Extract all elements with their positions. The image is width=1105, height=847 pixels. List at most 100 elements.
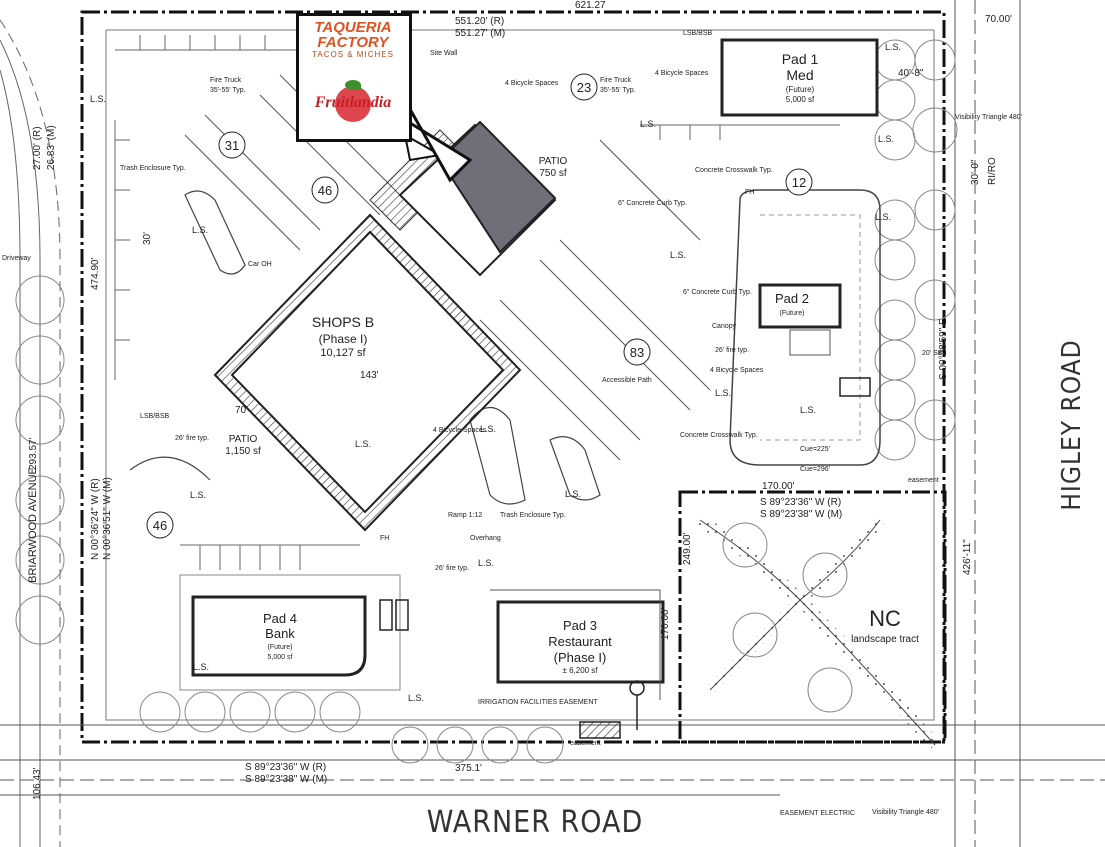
parking-count-46: 46 bbox=[318, 183, 332, 198]
landscape-trees bbox=[15, 39, 958, 764]
note-crosswalk-2: Concrete Crosswalk Typ. bbox=[680, 432, 758, 439]
note-overhang: Overhang bbox=[470, 535, 501, 542]
parking-count-23: 23 bbox=[577, 80, 591, 95]
dim-170: 170.00' bbox=[762, 481, 795, 492]
briarwood-avenue-road bbox=[0, 19, 61, 847]
nc-landscape-tract bbox=[678, 490, 947, 750]
pad4-area: 5,000 sf bbox=[268, 654, 293, 661]
fruitlandia-logo: Fruitlandia bbox=[314, 94, 392, 111]
note-easement-2: easement bbox=[570, 740, 601, 747]
patio-south-label: PATIO bbox=[229, 434, 258, 445]
note-fire-truck-2: Fire Truck bbox=[600, 77, 632, 84]
ls-label: L.S. bbox=[565, 489, 581, 499]
pad-2-building bbox=[729, 189, 881, 466]
dim-top-m: 551.27' (M) bbox=[455, 28, 505, 39]
note-canopy: Canopy bbox=[712, 323, 737, 330]
dim-170b: 170.00' bbox=[660, 607, 671, 640]
ls-label: L.S. bbox=[875, 212, 891, 222]
warner-road-label: WARNER ROAD bbox=[427, 805, 644, 840]
ls-label: L.S. bbox=[885, 42, 901, 52]
note-bicycle-1: 4 Bicycle Spaces bbox=[505, 80, 559, 87]
parking-count-marker bbox=[623, 338, 651, 366]
dim-bottom-r: S 89°23'36" W (R) bbox=[245, 762, 326, 773]
parking-count-46b: 46 bbox=[153, 518, 167, 533]
pad1-name: Pad 1 bbox=[782, 51, 819, 67]
dim-left-293: 293.57' bbox=[28, 437, 39, 470]
nc-desc: landscape tract bbox=[851, 634, 919, 645]
note-bicycle-3: 4 Bicycle Spaces bbox=[433, 427, 487, 434]
ls-label: L.S. bbox=[715, 388, 731, 398]
ls-label: L.S. bbox=[355, 439, 371, 449]
note-lsb-2: LSB/BSB bbox=[140, 413, 170, 420]
shops-b-name: SHOPS B bbox=[312, 314, 374, 330]
dim-143: 143' bbox=[360, 370, 379, 381]
note-concrete-curb-2: 6" Concrete Curb Typ. bbox=[683, 289, 752, 296]
note-fire-typ-3: 26' fire typ. bbox=[435, 565, 469, 572]
parking-count-83: 83 bbox=[630, 345, 644, 360]
ls-label: L.S. bbox=[878, 134, 894, 144]
logo1-line1: TAQUERIA bbox=[314, 19, 392, 36]
dim-70: 70' bbox=[235, 405, 248, 416]
ls-label: L.S. bbox=[640, 119, 656, 129]
dim-bottom-m: S 89°23'38" W (M) bbox=[245, 774, 327, 785]
note-fh-1: FH bbox=[380, 535, 389, 542]
dim-left-bearing2: N 00°36'51" W (M) bbox=[102, 477, 113, 560]
parking-count-marker bbox=[311, 176, 339, 204]
dim-right-30: 30'-0" bbox=[970, 159, 981, 185]
note-ramp: Ramp 1:12 bbox=[448, 512, 482, 519]
pad3-use: Restaurant bbox=[548, 634, 612, 649]
dim-nc-depth: 426'-11" bbox=[962, 539, 973, 575]
note-easement-1: easement bbox=[908, 477, 939, 484]
note-driveway: Driveway bbox=[2, 255, 31, 262]
dim-ri-ro: RI/RO bbox=[987, 157, 998, 185]
utility-symbols bbox=[379, 377, 871, 739]
ls-label: L.S. bbox=[478, 558, 494, 568]
note-trash-2: Trash Enclosure Typ. bbox=[500, 512, 566, 519]
logo1-tagline: TACOS & MICHES bbox=[312, 50, 394, 59]
pad3-area: ± 6,200 sf bbox=[562, 666, 598, 675]
parking-count-marker bbox=[218, 131, 246, 159]
dim-106: 106.43' bbox=[32, 767, 43, 800]
note-lsb-1: LSB/BSB bbox=[683, 30, 713, 37]
note-concrete-curb-1: 6" Concrete Curb Typ. bbox=[618, 200, 687, 207]
parking-count-markers bbox=[146, 73, 813, 539]
ls-label: L.S. bbox=[480, 424, 496, 434]
note-fire-truck-size-2: 35'-55' Typ. bbox=[600, 87, 636, 94]
higley-road-lines bbox=[954, 0, 1021, 847]
ls-label: L.S. bbox=[190, 490, 206, 500]
property-boundary bbox=[80, 10, 946, 744]
dim-inner-m: S 89°23'38" W (M) bbox=[760, 509, 842, 520]
pad-4-building bbox=[179, 574, 401, 691]
pad-3-building bbox=[490, 589, 665, 700]
parking-count-31: 31 bbox=[225, 138, 239, 153]
ls-label: L.S. bbox=[192, 225, 208, 235]
note-fh-2: FH bbox=[745, 189, 754, 196]
dim-30: 30' bbox=[142, 232, 153, 245]
pad3-name: Pad 3 bbox=[563, 618, 597, 633]
dim-inner-r: S 89°23'36" W (R) bbox=[760, 497, 841, 508]
note-cue1: Cue=225' bbox=[800, 446, 830, 453]
pad3-phase: (Phase I) bbox=[554, 650, 607, 665]
parking-count-12: 12 bbox=[792, 175, 806, 190]
patio-south-area: 1,150 sf bbox=[225, 446, 261, 457]
note-site-wall: Site Wall bbox=[430, 50, 458, 57]
warner-road-lines bbox=[0, 724, 1105, 796]
dim-27: 27.00' (R) bbox=[32, 126, 43, 170]
dim-left-474: 474.90' bbox=[90, 257, 101, 290]
note-cue2: Cue=296' bbox=[800, 466, 830, 473]
pad4-use: Bank bbox=[265, 626, 295, 641]
dim-left-bearing1: N 00°36'24" W (R) bbox=[90, 478, 101, 560]
shops-b-phase: (Phase I) bbox=[319, 332, 368, 346]
pad4-name: Pad 4 bbox=[263, 611, 297, 626]
highlighted-tenant-space bbox=[398, 120, 557, 277]
dim-top-left: 621.27 bbox=[575, 0, 606, 11]
parking-count-marker bbox=[570, 73, 598, 101]
dim-26: 26.83' (M) bbox=[46, 125, 57, 170]
ls-label: L.S. bbox=[670, 250, 686, 260]
ls-label: L.S. bbox=[90, 94, 106, 104]
note-fire-truck-size-1: 35'-55' Typ. bbox=[210, 87, 246, 94]
note-visibility-2: Visibility Triangle 480' bbox=[872, 809, 939, 816]
note-fire-typ-1: 26' fire typ. bbox=[175, 435, 209, 442]
note-sb: 20' SB bbox=[922, 350, 943, 357]
